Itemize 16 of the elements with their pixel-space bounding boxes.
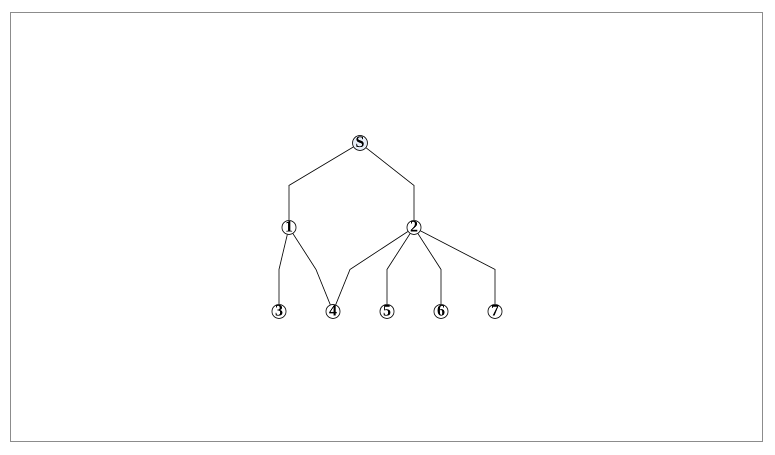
connector [278, 234, 288, 305]
node-circle: 6 [433, 304, 448, 319]
node-circle: 7 [487, 304, 502, 319]
connector [419, 230, 495, 305]
connector [292, 232, 330, 306]
node-circle: 5 [379, 304, 394, 319]
node-circle: 4 [325, 304, 340, 319]
node-circle: 2 [406, 220, 421, 235]
connector [364, 146, 414, 221]
connector [386, 232, 410, 305]
connector [416, 232, 441, 305]
node-circle: 3 [271, 304, 286, 319]
node-circle: S [352, 134, 368, 151]
connector [288, 146, 354, 221]
connector [334, 230, 408, 306]
node-circle: 1 [281, 220, 296, 235]
